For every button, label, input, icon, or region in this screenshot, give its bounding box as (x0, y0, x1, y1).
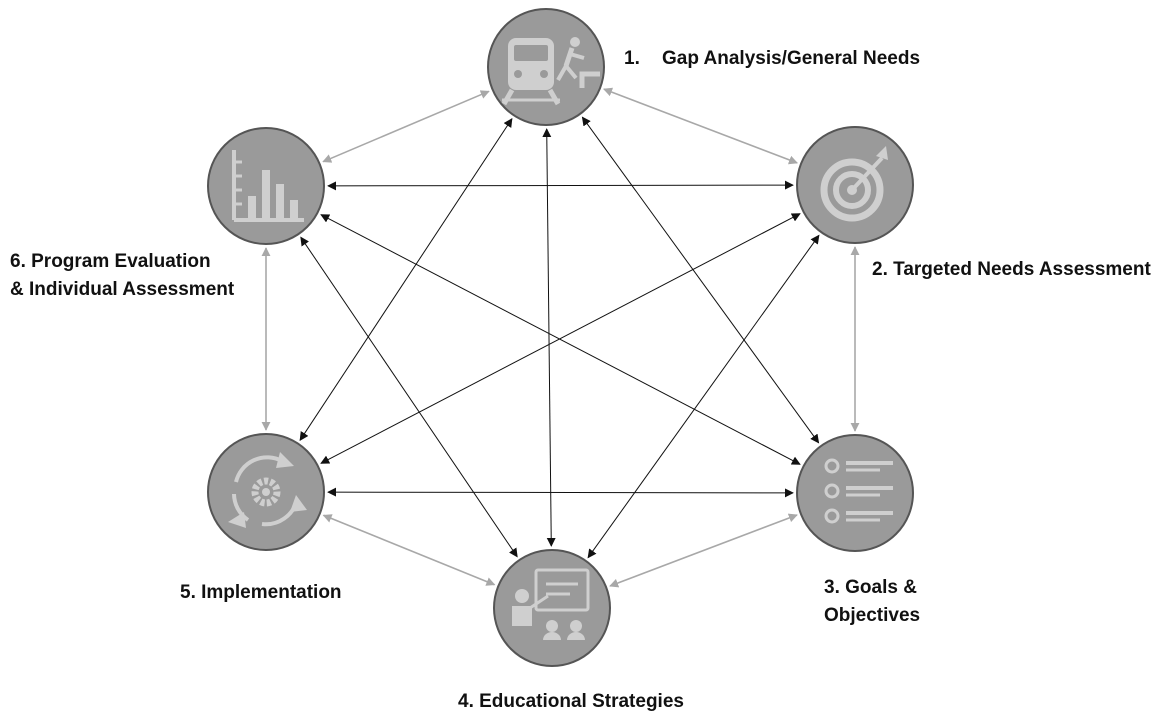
node-implementation (207, 433, 325, 551)
label-program-evaluation: 6. Program Evaluation & Individual Asses… (10, 248, 234, 304)
label-gap-analysis-text: Gap Analysis/General Needs (662, 48, 921, 69)
node-targeted-needs (796, 126, 914, 244)
label-goals-objectives-line-2: Objectives (824, 605, 921, 626)
connector-1-3 (581, 116, 820, 444)
label-goals-objectives: 3. Goals & Objectives (824, 574, 920, 630)
connector-3-5 (327, 487, 794, 498)
label-educational-strategies: 4. Educational Strategies (458, 691, 684, 712)
connector-4-5 (322, 514, 496, 586)
label-program-evaluation-line-1: 6. Program Evaluation (10, 251, 211, 272)
connector-1-4 (542, 128, 556, 547)
teacher-board-icon (512, 568, 590, 640)
connector-2-6 (327, 180, 794, 191)
label-gap-analysis: 1. Gap Analysis/General Needs (624, 45, 920, 73)
connector-3-6 (320, 214, 801, 465)
connector-4-6 (300, 236, 518, 558)
connector-2-5 (320, 213, 801, 464)
connector-1-2 (603, 87, 798, 165)
bar-chart-icon (232, 150, 304, 222)
node-educational-strategies (493, 549, 611, 667)
node-goals-objectives (796, 434, 914, 552)
node-program-evaluation (207, 127, 325, 245)
connections-layer (261, 87, 860, 588)
label-targeted-needs: 2. Targeted Needs Assessment (872, 259, 1151, 280)
connector-6-1 (322, 90, 490, 163)
checklist-icon (824, 458, 893, 524)
label-gap-analysis-number: 1. (624, 48, 640, 69)
label-implementation: 5. Implementation (180, 582, 342, 603)
label-program-evaluation-line-2: & Individual Assessment (10, 279, 235, 300)
label-goals-objectives-line-1: 3. Goals & (824, 577, 917, 598)
connector-3-4 (609, 513, 798, 588)
train-person-icon (501, 37, 600, 106)
target-arrow-icon (820, 146, 888, 222)
gear-cycle-icon (228, 452, 307, 528)
node-gap-analysis (487, 8, 605, 126)
